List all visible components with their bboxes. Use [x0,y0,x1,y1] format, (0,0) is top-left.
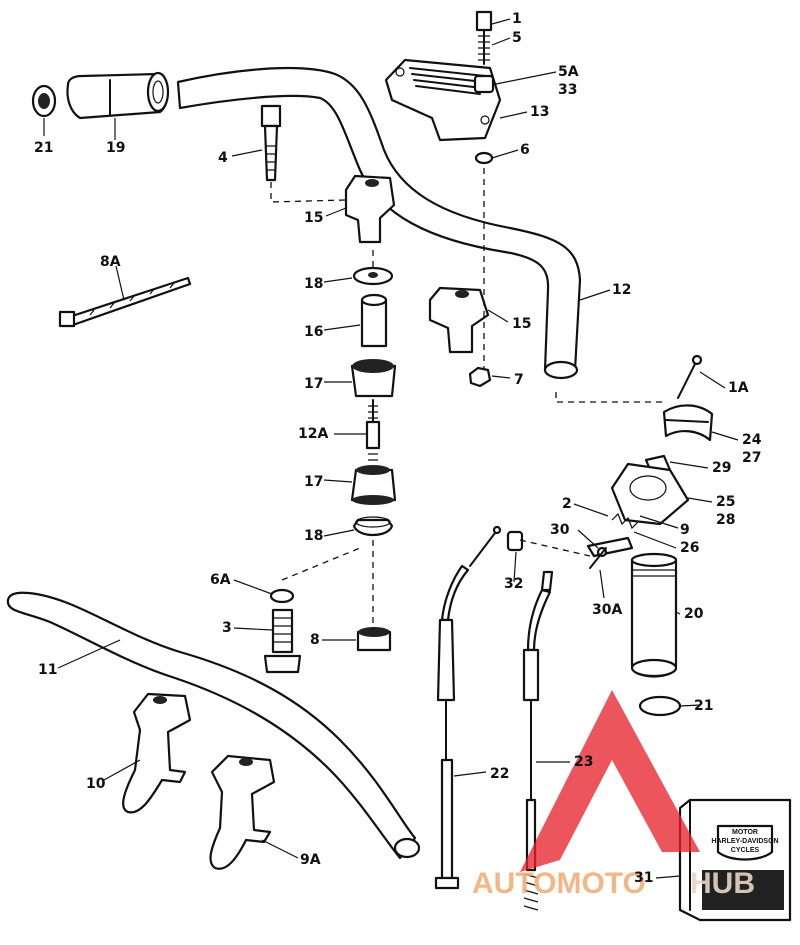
right-grip [630,552,678,678]
watermark-logo [520,690,700,872]
callout-33: 33 [558,82,577,98]
callout-30: 30 [550,522,570,538]
callout-1: 1 [512,11,522,27]
watermark: AUTOMOTO HUB [472,690,755,900]
washer-18-lower [352,516,394,537]
callout-18-lower: 18 [304,528,323,544]
top-bolt [475,10,493,65]
assembly-lines [270,168,664,630]
callout-15-lower: 15 [512,316,531,332]
box-label-3: CYCLES [731,847,760,854]
callout-18-upper: 18 [304,276,323,292]
callout-7: 7 [514,372,524,388]
leader-lines [43,18,739,879]
riser-9a [209,754,276,870]
riser-upper [344,174,396,244]
bushing-17-lower [350,465,397,505]
callout-8a: 8A [100,254,121,270]
callout-6a: 6A [210,572,231,588]
callout-30a: 30A [592,602,622,618]
lower-handlebar [6,591,421,860]
callout-13: 13 [530,104,549,120]
callout-26: 26 [680,540,699,556]
cable-22 [434,525,502,890]
callout-25: 25 [716,494,735,510]
top-clamp [384,58,502,142]
callout-17-lower: 17 [304,474,323,490]
spring-lever [586,512,639,569]
callout-5: 5 [512,30,522,46]
cable-tie [58,276,192,328]
callout-17-upper: 17 [304,376,323,392]
callout-23: 23 [574,754,593,770]
left-grip [66,71,170,120]
switch-housing-upper [662,404,714,442]
callout-2: 2 [562,496,572,512]
callout-29: 29 [712,460,731,476]
bolt-4 [260,104,282,182]
callout-19: 19 [106,140,125,156]
callout-labels: 1 5 5A 33 13 6 21 19 4 15 8A 18 16 15 12… [34,11,762,886]
callout-10: 10 [86,776,106,792]
upper-handlebar [176,67,582,380]
nut-7 [468,366,492,388]
callout-4: 4 [218,150,228,166]
watermark-text-a: AUTOMOTO [472,867,646,900]
end-cap-upper [31,84,57,118]
nut-8 [356,627,392,652]
product-box: MOTOR HARLEY-DAVIDSON CYCLES [678,798,792,922]
stud-12a [365,399,381,461]
washer-6a [269,588,295,604]
callout-3: 3 [222,620,232,636]
box-label-1: MOTOR [732,829,758,836]
callout-28: 28 [716,512,735,528]
washer-18-upper [352,266,394,286]
callout-9a: 9A [300,852,321,868]
callout-16: 16 [304,324,323,340]
callout-8: 8 [310,632,320,648]
ferrule [506,530,524,552]
box-label-2: HARLEY-DAVIDSON [711,838,778,845]
callout-24: 24 [742,432,762,448]
callout-32: 32 [504,576,523,592]
bolt-3 [263,608,302,674]
callout-20: 20 [684,606,704,622]
callout-9: 9 [680,522,690,538]
switch-housing-lower [610,462,690,526]
lock-washer [474,151,494,165]
callout-11: 11 [38,662,57,678]
bushing-17-upper [350,359,397,398]
callout-27: 27 [742,450,761,466]
riser-10 [122,692,192,814]
callout-21-lower: 21 [694,698,713,714]
end-cap-lower [638,695,682,717]
screw-1a [677,354,703,399]
callout-31: 31 [634,870,653,886]
callout-6: 6 [520,142,530,158]
riser-lower [428,286,490,354]
callout-21-upper: 21 [34,140,53,156]
callout-22: 22 [490,766,509,782]
spacer-16 [360,293,388,348]
callout-12: 12 [612,282,631,298]
callout-15-upper: 15 [304,210,323,226]
callout-1a: 1A [728,380,749,396]
callout-5a: 5A [558,64,579,80]
watermark-text-b: HUB [690,867,755,900]
callout-12a: 12A [298,426,328,442]
spacer-5a [473,74,495,94]
